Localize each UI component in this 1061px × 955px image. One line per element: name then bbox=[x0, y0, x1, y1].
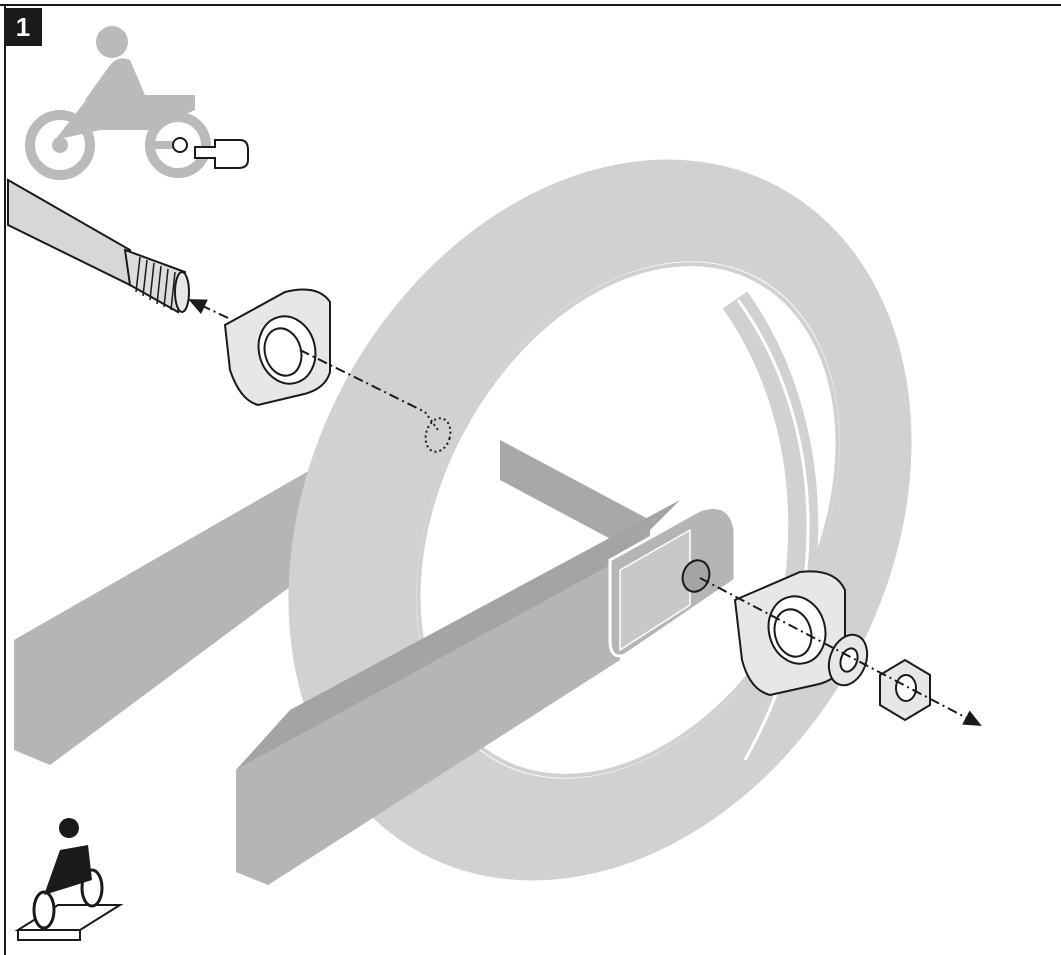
axle-nut bbox=[880, 660, 930, 720]
motorcycle-rear-wheel-pointer-icon bbox=[30, 26, 248, 175]
step-number-badge: 1 bbox=[4, 8, 42, 46]
axle bbox=[8, 180, 189, 312]
chain-adjuster-left bbox=[225, 290, 330, 405]
motorcycle-on-stand-icon bbox=[18, 818, 120, 940]
